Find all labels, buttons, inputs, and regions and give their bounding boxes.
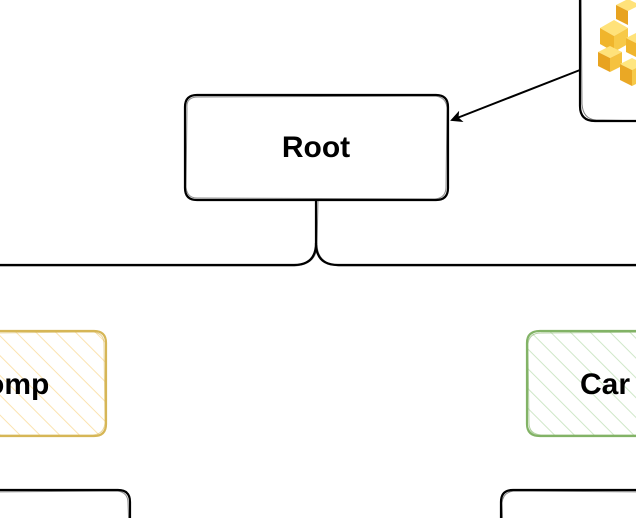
- root-label: Root: [282, 131, 350, 164]
- right-child-node[interactable]: Car: [525, 329, 636, 438]
- cube-cluster-icon: [598, 0, 636, 86]
- left-child-label: omp: [0, 368, 49, 401]
- tree-connector: [0, 200, 636, 267]
- image-to-root-arrow[interactable]: [450, 69, 581, 122]
- root-node[interactable]: Root: [183, 93, 450, 202]
- left-child-node[interactable]: omp: [0, 329, 108, 438]
- bottom-right-node[interactable]: [499, 488, 636, 518]
- right-child-label: Car: [580, 368, 630, 401]
- bottom-left-node[interactable]: [0, 488, 132, 518]
- image-node[interactable]: [578, 0, 636, 123]
